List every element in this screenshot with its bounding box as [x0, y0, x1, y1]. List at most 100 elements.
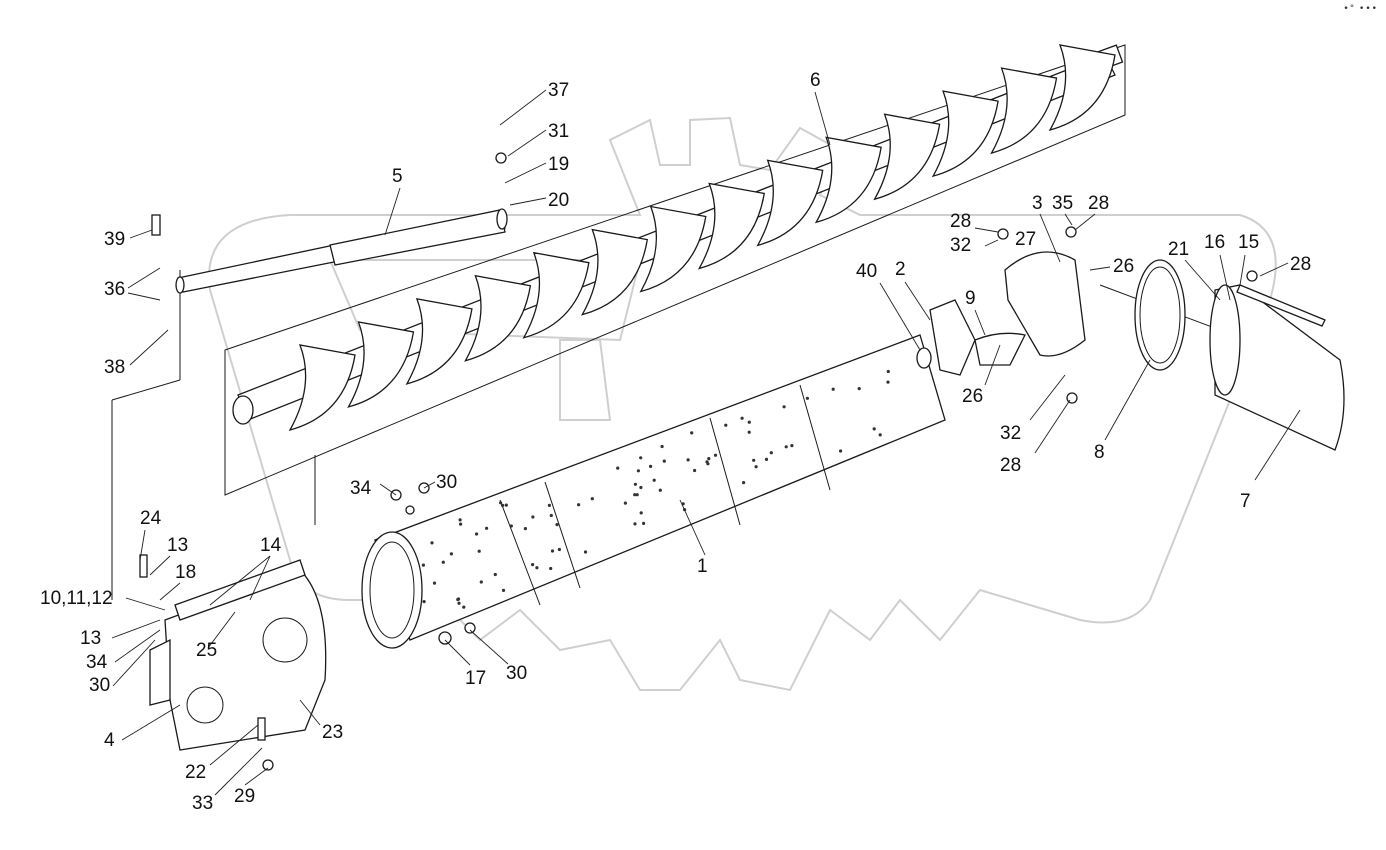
- leader-line: [879, 282, 921, 351]
- leader-line: [984, 344, 1001, 386]
- callout-34-top: 34: [350, 478, 372, 499]
- auger-flight: [522, 251, 590, 339]
- leader-line: [1239, 254, 1246, 286]
- tube-hole: [706, 462, 710, 466]
- tube-hole: [493, 572, 497, 577]
- corner-mark: •° •••: [1343, 4, 1378, 14]
- leader-line: [111, 619, 161, 639]
- leader-line: [244, 767, 269, 786]
- tube-hole: [769, 451, 773, 455]
- tube-hole: [886, 369, 890, 374]
- tube-hole: [462, 605, 466, 609]
- callout-9: 9: [965, 288, 976, 309]
- callout-39: 39: [104, 229, 125, 250]
- auger-flight: [814, 136, 882, 224]
- auger-flight: [990, 67, 1058, 155]
- callout-27: 27: [1015, 229, 1036, 250]
- leader-line: [1074, 213, 1096, 231]
- tube-hole: [504, 503, 508, 507]
- callout-10-11-12: 10,11,12: [40, 588, 113, 609]
- callout-29: 29: [234, 786, 255, 807]
- tube-hole: [713, 453, 718, 457]
- leader-line: [125, 597, 166, 611]
- tube-hole: [557, 547, 562, 552]
- callout-2: 2: [895, 259, 906, 280]
- callout-8: 8: [1094, 442, 1105, 463]
- tube-hole: [547, 503, 552, 507]
- leader-line: [1219, 254, 1231, 301]
- connecting-shaft: [175, 208, 508, 294]
- tube-hole: [652, 478, 656, 482]
- tube-hole: [449, 552, 453, 556]
- tube-hole: [747, 430, 751, 434]
- tube-hole: [633, 482, 638, 486]
- tube-hole: [479, 580, 483, 584]
- leader-line: [974, 309, 986, 336]
- callout-labels: 37 31 19 20 5 6 39 36 38 28 3 35 28 32 2…: [40, 70, 1311, 814]
- leader-line: [379, 483, 397, 496]
- leader-line: [423, 481, 436, 489]
- tube-hole: [784, 445, 788, 449]
- leader-line: [249, 555, 271, 601]
- tube-hole: [549, 513, 553, 518]
- tube-hole: [754, 465, 758, 469]
- leader-line: [499, 89, 547, 126]
- leader-line: [127, 267, 161, 289]
- leader-line: [509, 197, 547, 206]
- tube-hole: [633, 522, 637, 526]
- auger-flight: [580, 228, 649, 316]
- leader-line: [1184, 259, 1221, 301]
- callout-13-bottom: 13: [80, 628, 101, 649]
- callout-20: 20: [548, 190, 569, 211]
- tube-hole: [805, 396, 810, 400]
- auger-flight: [697, 182, 765, 270]
- leader-line: [1254, 409, 1301, 481]
- tube-hole: [740, 416, 744, 420]
- end-cap: [1004, 251, 1086, 357]
- tube-hole: [432, 581, 437, 585]
- tube-hole: [690, 431, 694, 435]
- callout-14: 14: [260, 535, 282, 556]
- callout-21: 21: [1168, 239, 1189, 260]
- leader-line: [1104, 359, 1151, 441]
- tube-hole: [839, 449, 843, 453]
- tube-hole: [639, 456, 643, 460]
- leader-line: [469, 629, 509, 665]
- leader-line: [1089, 266, 1111, 271]
- callout-24: 24: [140, 508, 162, 529]
- tube-hole: [872, 427, 876, 431]
- leader-line: [507, 129, 547, 157]
- callout-34-bottom: 34: [86, 652, 108, 673]
- leader-line: [127, 292, 161, 301]
- auger-flight: [873, 113, 941, 201]
- leader-line: [209, 724, 259, 766]
- leader-line: [904, 281, 931, 321]
- tube-hole: [686, 458, 690, 462]
- callout-26-bottom: 26: [962, 386, 983, 407]
- leader-line: [209, 555, 271, 606]
- tube-hole: [660, 444, 664, 449]
- leader-line: [1029, 374, 1066, 421]
- leader-lines: [111, 89, 1301, 796]
- tube-hole: [878, 433, 882, 437]
- tube-hole: [523, 527, 528, 531]
- leader-line: [207, 611, 236, 649]
- leader-line: [984, 239, 999, 247]
- tube-hole: [550, 549, 555, 553]
- leader-line: [504, 162, 547, 184]
- tube-hole: [857, 387, 861, 391]
- tube-hole: [549, 566, 553, 571]
- callout-40: 40: [856, 261, 877, 282]
- leader-line: [121, 704, 181, 741]
- callout-37: 37: [548, 80, 569, 101]
- callout-1: 1: [697, 556, 708, 577]
- leader-line: [1039, 213, 1061, 263]
- callout-25: 25: [196, 640, 217, 661]
- tube-hole: [633, 493, 637, 497]
- auger-flight: [931, 90, 999, 178]
- callout-3: 3: [1032, 193, 1043, 214]
- tube-hole: [635, 493, 639, 497]
- auger-flight: [756, 159, 824, 247]
- callout-15: 15: [1238, 232, 1259, 253]
- leader-line: [129, 329, 169, 366]
